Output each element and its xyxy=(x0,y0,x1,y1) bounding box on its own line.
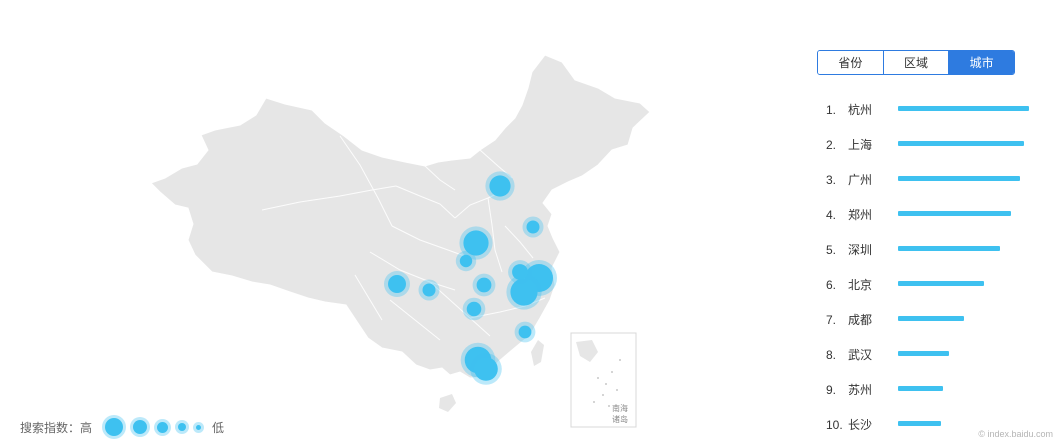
rank-bar xyxy=(898,141,1024,146)
rank-number: 6. xyxy=(826,277,837,292)
rank-city-name: 郑州 xyxy=(848,208,873,222)
rank-city-name: 长沙 xyxy=(848,418,873,432)
rank-number: 7. xyxy=(826,312,837,327)
city-bubble[interactable] xyxy=(388,275,406,293)
rank-city-name: 成都 xyxy=(848,313,873,327)
ranking-row: 9. 苏州 xyxy=(826,372,1046,407)
map-canvas: 南海 诸岛 xyxy=(150,54,651,428)
tab-city[interactable]: 城市 xyxy=(949,51,1014,74)
rank-number: 2. xyxy=(826,137,837,152)
rank-bar xyxy=(898,316,964,321)
city-bubble[interactable] xyxy=(510,278,538,306)
ranking-row: 10. 长沙 xyxy=(826,407,1046,442)
legend-dots xyxy=(100,418,206,436)
rank-city-name: 武汉 xyxy=(848,348,873,362)
rank-bar xyxy=(898,106,1029,111)
rank-number: 4. xyxy=(826,207,837,222)
city-bubble[interactable] xyxy=(476,277,492,293)
rank-city-name: 苏州 xyxy=(848,383,873,397)
china-landmass xyxy=(150,54,651,379)
legend-dot xyxy=(196,424,202,430)
rank-bar xyxy=(898,246,1000,251)
legend-dot xyxy=(133,420,148,434)
ranking-row: 5. 深圳 xyxy=(826,232,1046,267)
legend-dot xyxy=(178,423,187,431)
watermark: © index.baidu.com xyxy=(978,429,1053,439)
rank-bar xyxy=(898,211,1011,216)
rank-city-name: 杭州 xyxy=(848,103,873,117)
china-map: 南海 诸岛 xyxy=(150,54,651,428)
inset-label-2: 诸岛 xyxy=(612,414,628,424)
province-borders xyxy=(261,135,546,341)
city-bubble[interactable] xyxy=(459,254,473,268)
ranking-row: 7. 成都 xyxy=(826,302,1046,337)
city-bubble[interactable] xyxy=(526,220,540,234)
rank-number: 1. xyxy=(826,102,837,117)
tab-province[interactable]: 省份 xyxy=(818,51,884,74)
ranking-row: 8. 武汉 xyxy=(826,337,1046,372)
rank-number: 10. xyxy=(826,417,843,432)
rank-bar xyxy=(898,386,943,391)
city-bubble[interactable] xyxy=(466,301,482,317)
ranking-row: 6. 北京 xyxy=(826,267,1046,302)
rank-number: 5. xyxy=(826,242,837,257)
tab-region[interactable]: 区域 xyxy=(883,51,950,74)
rank-bar xyxy=(898,351,949,356)
city-bubble[interactable] xyxy=(518,325,532,339)
rank-bar xyxy=(898,421,941,426)
ranking-row: 2. 上海 xyxy=(826,127,1046,162)
region-type-tabs: 省份 区域 城市 xyxy=(817,50,1015,75)
city-ranking-list: 1. 杭州 2. 上海 3. 广州 4. 郑州 5. 深圳 6. 北京 7. 成… xyxy=(826,92,1046,442)
inset-label-1: 南海 xyxy=(612,403,628,413)
city-bubbles xyxy=(384,171,557,385)
ranking-row: 3. 广州 xyxy=(826,162,1046,197)
south-china-sea-inset: 南海 诸岛 xyxy=(570,332,637,428)
legend-dot xyxy=(105,418,124,436)
rank-number: 9. xyxy=(826,382,837,397)
rank-city-name: 上海 xyxy=(848,138,873,152)
ranking-row: 1. 杭州 xyxy=(826,92,1046,127)
rank-bar xyxy=(898,281,984,286)
rank-city-name: 深圳 xyxy=(848,243,873,257)
hainan-island xyxy=(439,394,456,412)
city-bubble[interactable] xyxy=(463,230,489,256)
search-index-legend: 搜索指数：高 低 xyxy=(20,416,224,438)
rank-city-name: 北京 xyxy=(848,278,873,292)
legend-low-label: 低 xyxy=(212,420,225,435)
city-bubble[interactable] xyxy=(422,283,436,297)
rank-city-name: 广州 xyxy=(848,173,873,187)
taiwan-island xyxy=(531,340,544,366)
legend-dot xyxy=(157,421,169,433)
city-bubble[interactable] xyxy=(489,175,511,197)
legend-label: 搜索指数：高 xyxy=(20,420,93,435)
rank-bar xyxy=(898,176,1020,181)
rank-number: 8. xyxy=(826,347,837,362)
rank-number: 3. xyxy=(826,172,837,187)
city-bubble[interactable] xyxy=(474,357,498,381)
ranking-row: 4. 郑州 xyxy=(826,197,1046,232)
city-bubble[interactable] xyxy=(512,264,528,280)
